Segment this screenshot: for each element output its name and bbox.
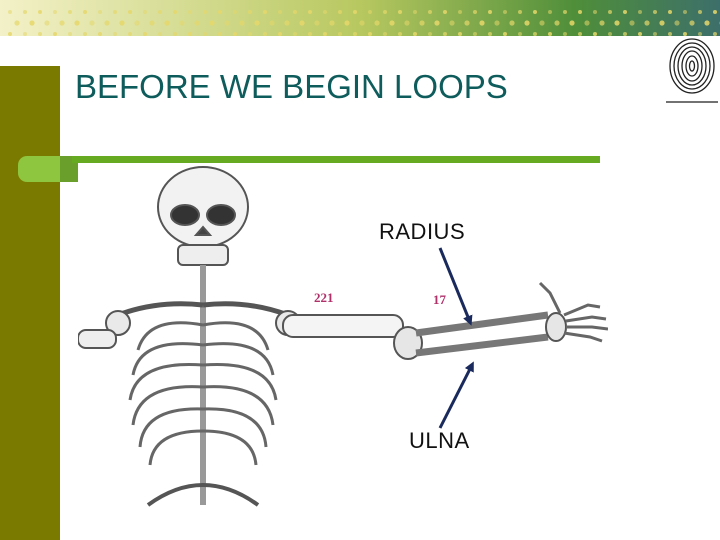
fingerprint-icon — [666, 36, 718, 104]
label-radius: RADIUS — [379, 219, 465, 245]
bone-number-right: 17 — [433, 292, 446, 308]
slide-title: BEFORE WE BEGIN LOOPS — [75, 68, 508, 106]
header-banner — [0, 0, 720, 50]
skeleton-illustration — [78, 165, 608, 540]
left-accent-bar — [0, 66, 60, 540]
label-ulna: ULNA — [409, 428, 470, 454]
title-rule-knob — [18, 156, 78, 182]
title-underline — [72, 156, 600, 163]
bone-number-left: 221 — [314, 290, 334, 306]
